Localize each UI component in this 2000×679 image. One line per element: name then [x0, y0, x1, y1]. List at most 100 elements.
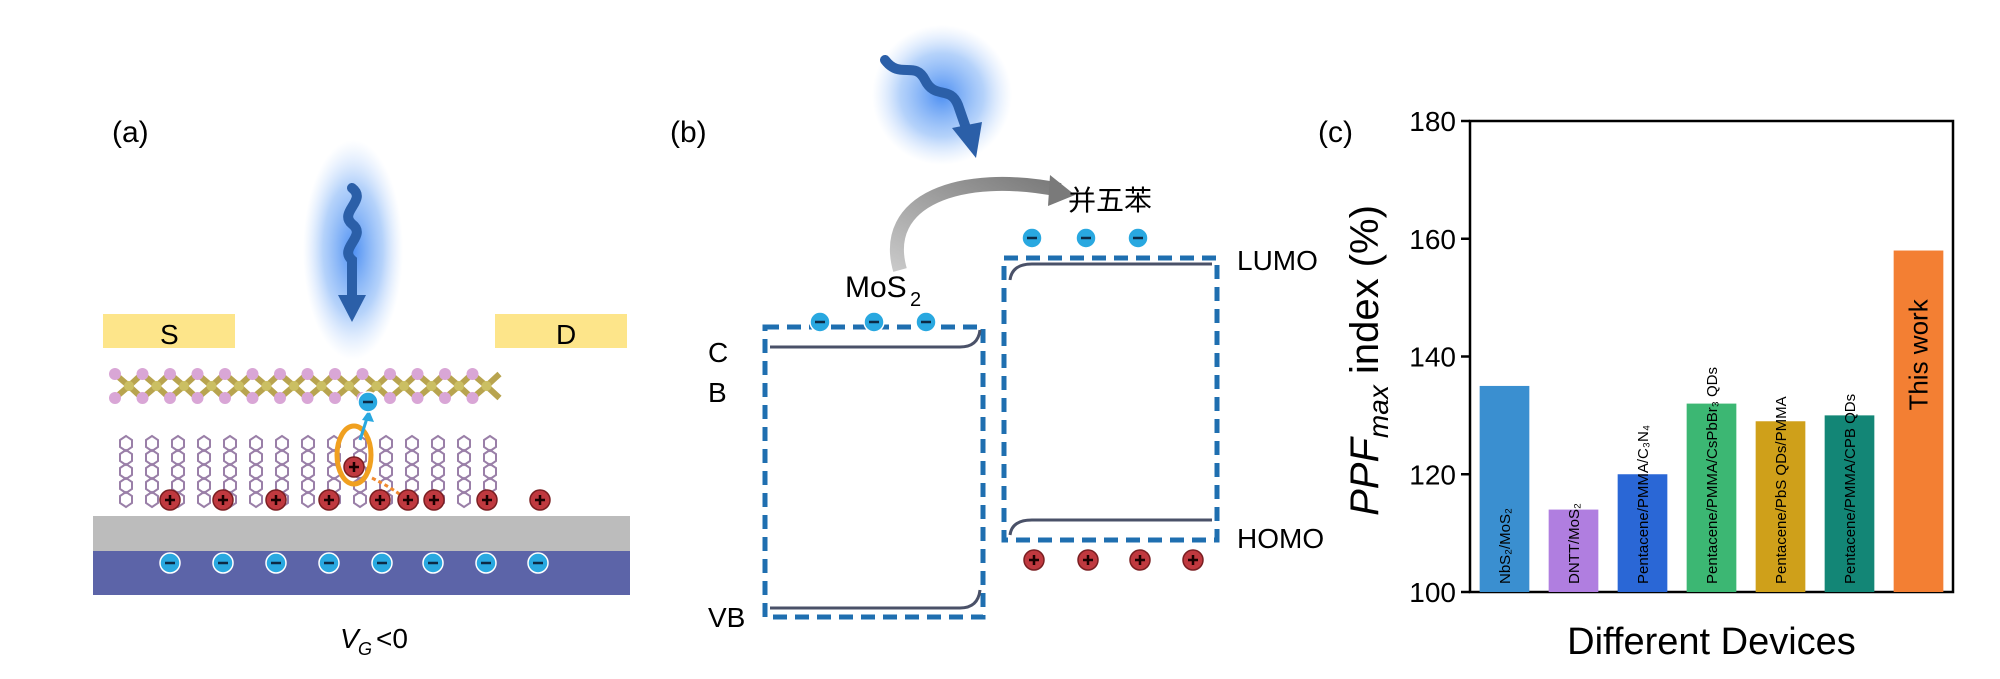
electron-icon — [1127, 227, 1149, 249]
pentacene-molecule — [119, 434, 133, 509]
homo-line — [1008, 518, 1212, 536]
panel-b: (b) MoS 2 并五苯 C B VB LUMO HOMO — [670, 25, 1324, 633]
mos2-unit — [411, 368, 447, 404]
panel-a-label: (a) — [112, 116, 149, 149]
y-tick-label: 120 — [1409, 459, 1456, 490]
source-electrode — [103, 314, 235, 348]
hole-icon — [159, 489, 181, 511]
y-axis-label: PPFmax index (%) — [1343, 205, 1394, 516]
mos2-unit — [329, 368, 365, 404]
y-tick-label: 160 — [1409, 224, 1456, 255]
bar — [1893, 250, 1944, 592]
electron-icon — [475, 552, 497, 574]
hole-icon — [343, 456, 365, 478]
y-tick-label: 100 — [1409, 577, 1456, 608]
hole-icon — [369, 489, 391, 511]
pentacene-molecule — [457, 434, 471, 509]
y-tick-label: 180 — [1409, 106, 1456, 137]
svg-text:MoS: MoS — [845, 271, 907, 304]
hole-icon — [397, 489, 419, 511]
electron-icon — [265, 552, 287, 574]
mos2-cb-line — [770, 329, 982, 349]
mos2-unit — [439, 368, 475, 404]
transfer-arc-head-icon — [1048, 175, 1075, 206]
hole-icon — [318, 489, 340, 511]
bar — [1617, 474, 1668, 592]
drain-electrode — [495, 314, 627, 348]
vb-label: VB — [708, 602, 745, 633]
bar — [1548, 509, 1599, 592]
electron-icon — [371, 552, 393, 574]
mos2-unit — [301, 368, 337, 404]
mos2-unit — [219, 368, 255, 404]
panel-a-charges — [159, 391, 551, 574]
hole-icon — [1023, 549, 1045, 571]
pentacene-label: 并五苯 — [1068, 185, 1152, 216]
mos2-unit — [191, 368, 227, 404]
electron-icon — [318, 552, 340, 574]
bar-label: This work — [1904, 298, 1934, 410]
electron-icon — [915, 311, 937, 333]
bar-label: Pentacene/PMMA/CPB QDs — [1842, 394, 1859, 584]
mos2-label: MoS 2 — [845, 271, 921, 311]
hole-icon — [212, 489, 234, 511]
dielectric-layer — [93, 516, 630, 551]
pentacene-box — [1001, 255, 1220, 543]
electron-icon — [863, 311, 885, 333]
lumo-line — [1008, 262, 1212, 281]
bar-label: Pentacene/PMMA/CsPbBr₃ QDs — [1704, 367, 1721, 584]
bar-label: DNTT/MoS₂ — [1566, 503, 1583, 584]
mos2-unit — [274, 368, 310, 404]
mos2-box — [762, 324, 986, 620]
y-tick-label: 140 — [1409, 342, 1456, 373]
pentacene-molecule — [249, 434, 263, 509]
svg-text:2: 2 — [910, 289, 921, 311]
bar-label: NbS₂/MoS₂ — [1497, 508, 1514, 584]
bar — [1686, 403, 1737, 592]
lumo-label: LUMO — [1237, 245, 1318, 276]
pentacene-molecule — [197, 434, 211, 509]
mos2-unit — [246, 368, 282, 404]
hole-icon — [476, 489, 498, 511]
mos2-unit — [136, 368, 172, 404]
panel-b-label: (b) — [670, 116, 707, 149]
exciton-ring — [334, 423, 374, 487]
photon-arrow-b-icon — [952, 122, 982, 158]
pentacene-molecule — [301, 434, 315, 509]
mos2-vb-line — [770, 589, 982, 610]
electron-icon — [809, 311, 831, 333]
panel-b-charges — [809, 227, 1204, 571]
photon-arrow-icon — [338, 295, 366, 322]
drain-label: D — [556, 319, 576, 350]
mos2-unit — [109, 368, 145, 404]
hole-icon — [423, 489, 445, 511]
cb-label-c: C — [708, 337, 728, 368]
mos2-layer — [109, 368, 502, 404]
electron-icon — [527, 552, 549, 574]
bar — [1479, 385, 1530, 592]
bar-label: Pentacene/PbS QDs/PMMA — [1773, 396, 1790, 584]
electron-icon — [357, 391, 379, 413]
pentacene-molecule — [145, 434, 159, 509]
svg-text:G: G — [358, 639, 372, 659]
gate-voltage-label: V G <0 — [340, 623, 408, 659]
hole-icon — [1129, 549, 1151, 571]
mos2-unit — [466, 368, 502, 404]
hole-icon — [265, 489, 287, 511]
photon-wave-b-icon — [880, 55, 971, 133]
bar-label: Pentacene/PMMA/C₃N₄ — [1635, 425, 1652, 584]
x-axis-label: Different Devices — [1567, 621, 1856, 663]
svg-text:V: V — [340, 623, 361, 654]
electron-icon — [422, 552, 444, 574]
hole-icon — [529, 489, 551, 511]
panel-a: (a) S D V G <0 — [93, 116, 630, 659]
hole-icon — [1077, 549, 1099, 571]
photon-wave-icon — [343, 183, 362, 305]
electron-icon — [1075, 227, 1097, 249]
bar — [1824, 415, 1875, 592]
hole-icon — [1182, 549, 1204, 571]
cb-label-b: B — [708, 377, 727, 408]
